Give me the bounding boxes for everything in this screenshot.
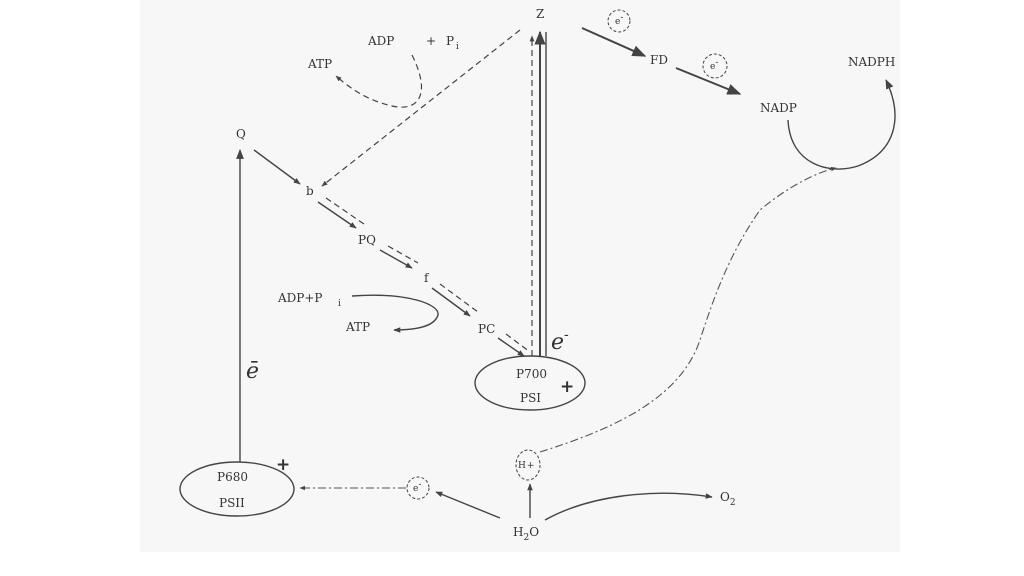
o2-label: O2 [720, 490, 736, 508]
electron-top-label: e- [615, 13, 623, 27]
h2o-h: H [513, 525, 523, 539]
psi-label: PSI [520, 391, 541, 405]
o2-o: O [720, 490, 730, 504]
psii-charge-plus: + [276, 455, 290, 475]
paper-background [140, 0, 900, 552]
electron-bottom-sup: - [418, 480, 421, 490]
atp-mid-label: ATP [345, 320, 370, 334]
psii-label: PSII [219, 496, 245, 510]
f-to-pc-arrow [431, 287, 471, 317]
f-to-pc-dashed [439, 283, 479, 313]
electron-bottom-label: e- [413, 480, 421, 494]
nadp-to-nadph-arrow [787, 79, 896, 170]
electron-psi-e: e [551, 330, 564, 355]
pc-label: PC [478, 322, 495, 336]
h-plus-sign: + [527, 461, 535, 471]
q-label: Q [236, 127, 246, 141]
psi-charge-plus: + [560, 377, 574, 397]
electron-psii-large-label: ē [246, 359, 259, 384]
electron-circle-top [607, 9, 631, 33]
psii-reaction-center [179, 461, 295, 517]
p700-label: P700 [516, 367, 547, 381]
electron-fd-sup: - [715, 58, 718, 68]
mid-phosphorylation-arrow [351, 294, 439, 333]
h2o-subscript: 2 [523, 533, 529, 543]
pq-to-f-dashed [387, 245, 419, 264]
electron-top-sup: - [620, 13, 623, 23]
pq-label: PQ [358, 233, 376, 247]
electron-fd-e: e [710, 62, 715, 72]
h2o-label: H2O [513, 525, 539, 543]
pi-mid-subscript: i [338, 299, 341, 309]
electron-top-e: e [615, 17, 620, 27]
electron-psi-large-label: e- [551, 327, 569, 355]
h2o-to-electron-arrow [435, 491, 501, 519]
electron-circle-fd [702, 53, 728, 79]
h2o-to-o2-arrow [544, 492, 713, 521]
pc-to-p700-arrow [497, 337, 525, 357]
electron-bottom-e: e [413, 484, 418, 494]
pq-to-f-arrow [379, 249, 413, 269]
electron-psi-sup: - [564, 327, 569, 343]
nadp-label: NADP [760, 101, 797, 115]
nadph-label: NADPH [848, 55, 895, 69]
b-to-pq-dashed [325, 197, 365, 225]
hplus-to-nadp-arrow [539, 166, 837, 453]
h-plus-label: H+ [518, 461, 534, 471]
z-to-fd-arrow [581, 27, 647, 57]
plus-top-label: + [426, 34, 436, 48]
adp-top-label: ADP [367, 34, 394, 48]
z-label: Z [536, 7, 544, 21]
pc-to-p700-dashed [505, 333, 531, 353]
atp-top-label: ATP [307, 57, 332, 71]
pi-top-subscript: i [456, 42, 459, 52]
pi-top-label: P [446, 34, 454, 48]
top-phosphorylation-arrow [335, 54, 423, 108]
f-label: f [424, 271, 430, 285]
adp-mid-label: ADP+P [277, 291, 323, 305]
b-label: b [306, 184, 314, 198]
electron-circle-bottom [406, 476, 430, 500]
b-to-pq-arrow [317, 201, 357, 229]
psi-reaction-center [474, 355, 586, 411]
p680-label: P680 [217, 470, 248, 484]
fd-to-nadp-arrow [675, 67, 742, 95]
cyclic-z-to-b-dashed [321, 29, 521, 187]
h-plus-h: H [518, 461, 526, 471]
q-to-b-arrow [253, 149, 301, 185]
h-plus-circle [515, 449, 541, 481]
electron-fd-label: e- [710, 58, 718, 72]
o2-subscript: 2 [730, 498, 736, 508]
fd-label: FD [650, 53, 668, 67]
h2o-o: O [529, 525, 539, 539]
